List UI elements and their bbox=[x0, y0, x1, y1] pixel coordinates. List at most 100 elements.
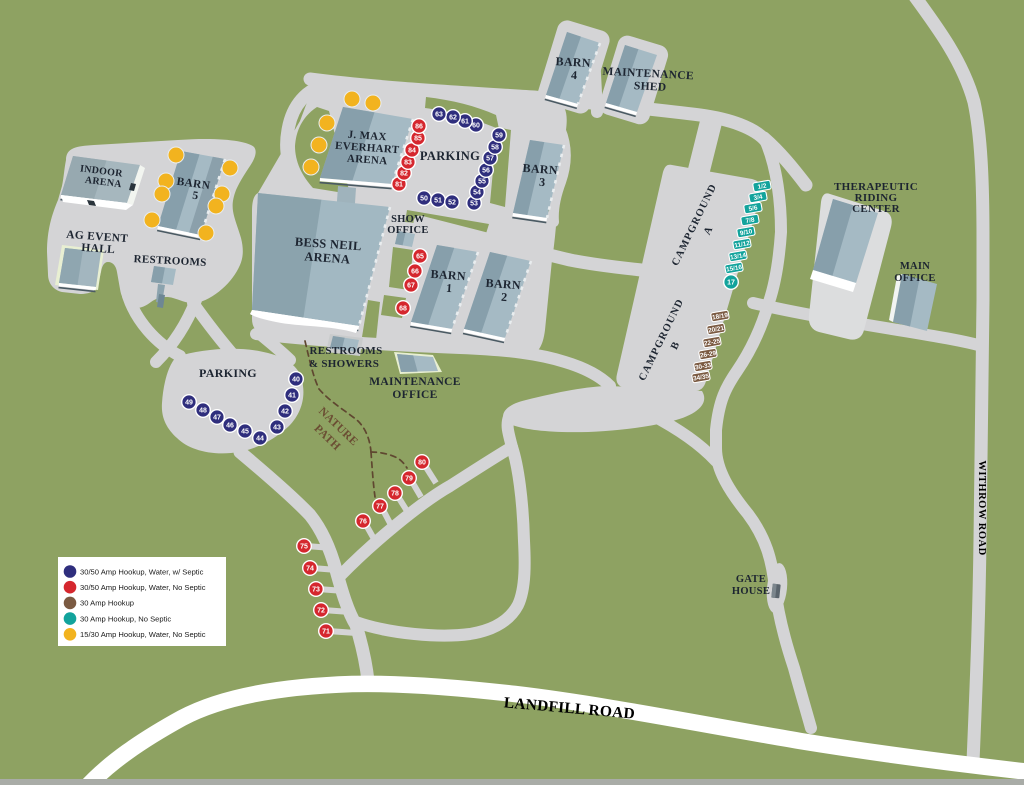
svg-text:75: 75 bbox=[300, 543, 308, 550]
svg-text:BESS NEIL: BESS NEIL bbox=[294, 235, 362, 254]
svg-text:OFFICE: OFFICE bbox=[894, 273, 935, 284]
svg-text:INDOOR: INDOOR bbox=[79, 163, 123, 179]
svg-text:BARN: BARN bbox=[522, 161, 558, 177]
svg-text:59: 59 bbox=[495, 132, 503, 139]
svg-text:HALL: HALL bbox=[81, 242, 116, 256]
svg-text:41: 41 bbox=[288, 392, 296, 399]
svg-text:BARN: BARN bbox=[485, 276, 521, 292]
svg-text:83: 83 bbox=[404, 159, 412, 166]
svg-text:EVERHART: EVERHART bbox=[335, 140, 400, 156]
svg-text:7/8: 7/8 bbox=[745, 216, 755, 225]
svg-text:2: 2 bbox=[501, 290, 508, 304]
svg-text:J. MAX: J. MAX bbox=[347, 129, 387, 144]
svg-text:76: 76 bbox=[359, 518, 367, 525]
svg-text:OFFICE: OFFICE bbox=[387, 225, 428, 236]
svg-text:48: 48 bbox=[199, 407, 207, 414]
svg-text:MAINTENANCE: MAINTENANCE bbox=[369, 376, 460, 388]
svg-text:BARN: BARN bbox=[176, 176, 212, 193]
svg-text:43: 43 bbox=[273, 424, 281, 431]
svg-text:11/12: 11/12 bbox=[734, 240, 751, 250]
svg-text:THERAPEUTIC: THERAPEUTIC bbox=[834, 181, 918, 193]
svg-text:30/50 Amp Hookup, Water, w/ Se: 30/50 Amp Hookup, Water, w/ Septic bbox=[80, 567, 204, 576]
svg-text:30-33: 30-33 bbox=[694, 362, 712, 372]
svg-text:13/14: 13/14 bbox=[730, 252, 747, 262]
svg-text:BARN: BARN bbox=[430, 267, 466, 283]
svg-text:61: 61 bbox=[461, 118, 469, 125]
svg-text:57: 57 bbox=[486, 155, 494, 162]
svg-text:71: 71 bbox=[322, 628, 330, 635]
svg-text:ARENA: ARENA bbox=[347, 153, 388, 168]
svg-text:40: 40 bbox=[292, 376, 300, 383]
svg-text:44: 44 bbox=[256, 435, 264, 442]
svg-text:RESTROOMS: RESTROOMS bbox=[310, 345, 383, 357]
svg-text:74: 74 bbox=[306, 565, 314, 572]
svg-text:78: 78 bbox=[391, 490, 399, 497]
svg-text:HOUSE: HOUSE bbox=[732, 586, 770, 597]
svg-text:68: 68 bbox=[399, 305, 407, 312]
svg-text:26-29: 26-29 bbox=[699, 350, 717, 360]
svg-text:OFFICE: OFFICE bbox=[392, 389, 437, 401]
svg-text:56: 56 bbox=[482, 167, 490, 174]
svg-text:77: 77 bbox=[376, 503, 384, 510]
svg-text:& SHOWERS: & SHOWERS bbox=[309, 358, 379, 370]
svg-text:15/30 Amp Hookup, Water, No Se: 15/30 Amp Hookup, Water, No Septic bbox=[80, 630, 206, 639]
svg-text:PARKING: PARKING bbox=[420, 149, 480, 163]
svg-text:79: 79 bbox=[405, 475, 413, 482]
svg-text:BARN: BARN bbox=[555, 54, 591, 70]
svg-text:50: 50 bbox=[420, 195, 428, 202]
svg-text:RIDING: RIDING bbox=[855, 192, 898, 204]
svg-text:CENTER: CENTER bbox=[852, 203, 900, 215]
svg-text:58: 58 bbox=[491, 144, 499, 151]
svg-text:34/35: 34/35 bbox=[693, 373, 710, 383]
svg-text:42: 42 bbox=[281, 408, 289, 415]
svg-text:17: 17 bbox=[727, 279, 735, 286]
svg-text:1/2: 1/2 bbox=[757, 182, 767, 191]
svg-text:MAINTENANCE: MAINTENANCE bbox=[602, 66, 694, 83]
svg-text:22-25: 22-25 bbox=[703, 338, 721, 348]
svg-text:80: 80 bbox=[418, 459, 426, 466]
svg-text:66: 66 bbox=[411, 268, 419, 275]
svg-text:30 Amp Hookup, No Septic: 30 Amp Hookup, No Septic bbox=[80, 614, 171, 623]
svg-text:55: 55 bbox=[478, 178, 486, 185]
svg-text:81: 81 bbox=[395, 181, 403, 188]
svg-text:86: 86 bbox=[415, 123, 423, 130]
svg-text:AG EVENT: AG EVENT bbox=[66, 229, 129, 245]
svg-text:73: 73 bbox=[312, 586, 320, 593]
svg-text:SHOW: SHOW bbox=[391, 214, 425, 225]
svg-text:4: 4 bbox=[571, 68, 578, 82]
svg-text:B: B bbox=[669, 340, 682, 351]
svg-text:5/6: 5/6 bbox=[748, 204, 758, 213]
svg-text:54: 54 bbox=[473, 189, 481, 196]
svg-text:ARENA: ARENA bbox=[84, 175, 123, 190]
svg-text:85: 85 bbox=[414, 135, 422, 142]
svg-text:67: 67 bbox=[407, 282, 415, 289]
svg-text:82: 82 bbox=[400, 170, 408, 177]
svg-text:53: 53 bbox=[470, 200, 478, 207]
svg-text:WITHROW ROAD: WITHROW ROAD bbox=[976, 460, 987, 555]
svg-text:3: 3 bbox=[539, 175, 546, 189]
svg-text:RESTROOMS: RESTROOMS bbox=[133, 253, 207, 269]
svg-text:9/10: 9/10 bbox=[739, 228, 753, 237]
svg-text:49: 49 bbox=[185, 399, 193, 406]
svg-text:20/21: 20/21 bbox=[708, 325, 725, 335]
svg-text:1: 1 bbox=[446, 281, 453, 295]
svg-text:45: 45 bbox=[241, 428, 249, 435]
svg-text:15/16: 15/16 bbox=[726, 264, 743, 274]
svg-text:5: 5 bbox=[192, 190, 200, 203]
svg-text:ARENA: ARENA bbox=[304, 249, 351, 266]
svg-text:60: 60 bbox=[472, 122, 480, 129]
svg-text:SHED: SHED bbox=[634, 80, 667, 94]
svg-text:MAIN: MAIN bbox=[900, 261, 930, 272]
svg-text:18/19: 18/19 bbox=[712, 312, 729, 322]
svg-text:47: 47 bbox=[213, 414, 221, 421]
svg-text:72: 72 bbox=[317, 607, 325, 614]
svg-text:46: 46 bbox=[226, 422, 234, 429]
svg-text:PARKING: PARKING bbox=[199, 366, 257, 380]
svg-text:3/4: 3/4 bbox=[753, 193, 763, 202]
svg-text:51: 51 bbox=[434, 197, 442, 204]
svg-text:30/50 Amp Hookup, Water, No Se: 30/50 Amp Hookup, Water, No Septic bbox=[80, 583, 206, 592]
svg-text:62: 62 bbox=[449, 114, 457, 121]
svg-text:30 Amp Hookup: 30 Amp Hookup bbox=[80, 599, 134, 608]
svg-text:65: 65 bbox=[416, 253, 424, 260]
svg-text:GATE: GATE bbox=[736, 574, 766, 585]
